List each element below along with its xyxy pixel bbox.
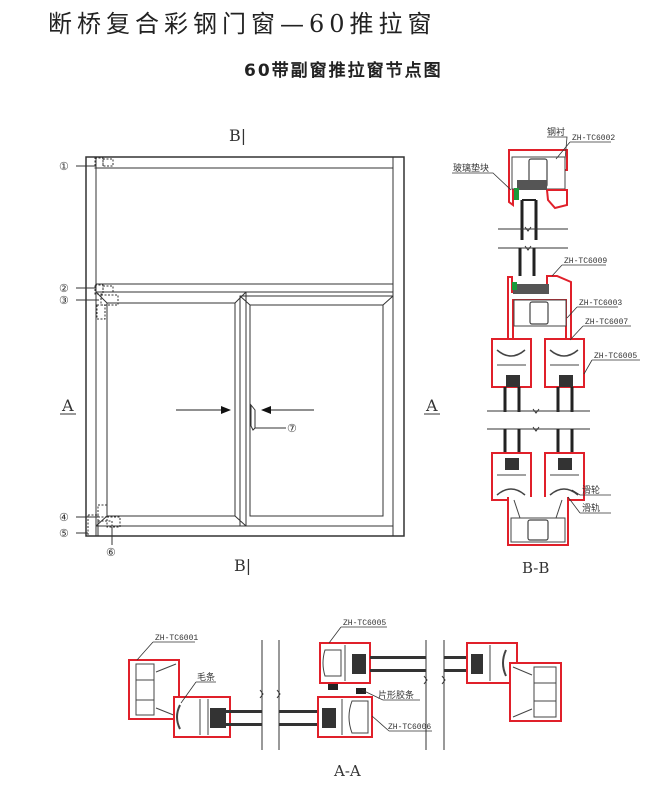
- callout-2: ②: [59, 282, 69, 295]
- profile-top-frame: [508, 149, 568, 240]
- profile-aa-right-frame: [509, 662, 562, 722]
- label-glass-block: 玻璃垫块: [453, 162, 489, 174]
- label-zh-tc6005: ZH-TC6005: [594, 352, 637, 361]
- section-mark-bottom: B|: [234, 556, 251, 575]
- page-subtitle: 60带副窗推拉窗节点图: [244, 61, 443, 81]
- detail-markers: [87, 157, 121, 537]
- callout-4: ④: [59, 511, 69, 524]
- label-zh-tc6007: ZH-TC6007: [585, 318, 628, 327]
- left-sash: [95, 291, 247, 527]
- callout-5: ⑤: [59, 527, 69, 540]
- label-steel-lining: 钢衬: [547, 126, 565, 138]
- caption-bb: B-B: [522, 559, 549, 577]
- label-zh-tc6003: ZH-TC6003: [579, 299, 622, 308]
- label-zh-tc6005-aa: ZH-TC6005: [343, 619, 386, 628]
- callout-6: ⑥: [106, 546, 116, 559]
- label-pulley: 滑轮: [582, 484, 600, 496]
- outer-frame: [85, 156, 405, 537]
- right-sash: [239, 295, 394, 527]
- section-mark-left: A: [61, 396, 74, 415]
- profile-sash-upper: [491, 338, 585, 388]
- section-bb: 钢衬 ZH-TC6002 玻璃垫块 ZH-TC6009 ZH-TC6003 ZH…: [452, 126, 640, 577]
- label-brush-strip: 毛条: [197, 671, 215, 683]
- section-mark-top: B|: [229, 126, 246, 145]
- window-elevation: [76, 156, 405, 545]
- profile-aa-center-lower: [317, 696, 373, 738]
- profile-aa-center-upper: [319, 642, 371, 694]
- label-zh-tc6009: ZH-TC6009: [564, 257, 607, 266]
- profile-bottom-frame: [507, 497, 569, 546]
- callout-1: ①: [59, 160, 69, 173]
- profile-aa-right-sash: [466, 642, 518, 684]
- section-aa: ZH-TC6001 ZH-TC6005 毛条 片形胶条 ZH-TC6006 A-…: [128, 619, 562, 780]
- label-zh-tc6006: ZH-TC6006: [388, 723, 431, 732]
- callout-7: ⑦: [287, 422, 297, 435]
- label-zh-tc6002: ZH-TC6002: [572, 134, 615, 143]
- profile-aa-left-frame: [128, 659, 180, 720]
- profile-transom: [507, 275, 572, 341]
- profile-sash-lower: [491, 452, 585, 501]
- label-zh-tc6001: ZH-TC6001: [155, 634, 198, 643]
- window-handle: [250, 403, 256, 431]
- label-track: 滑轨: [582, 502, 600, 514]
- profile-aa-left-sash: [173, 696, 231, 738]
- section-mark-right: A: [425, 396, 438, 415]
- page-title: 断桥复合彩钢门窗—60推拉窗: [48, 10, 437, 38]
- callout-3: ③: [59, 294, 69, 307]
- caption-aa: A-A: [333, 762, 361, 780]
- label-sheet-seal: 片形胶条: [378, 689, 414, 701]
